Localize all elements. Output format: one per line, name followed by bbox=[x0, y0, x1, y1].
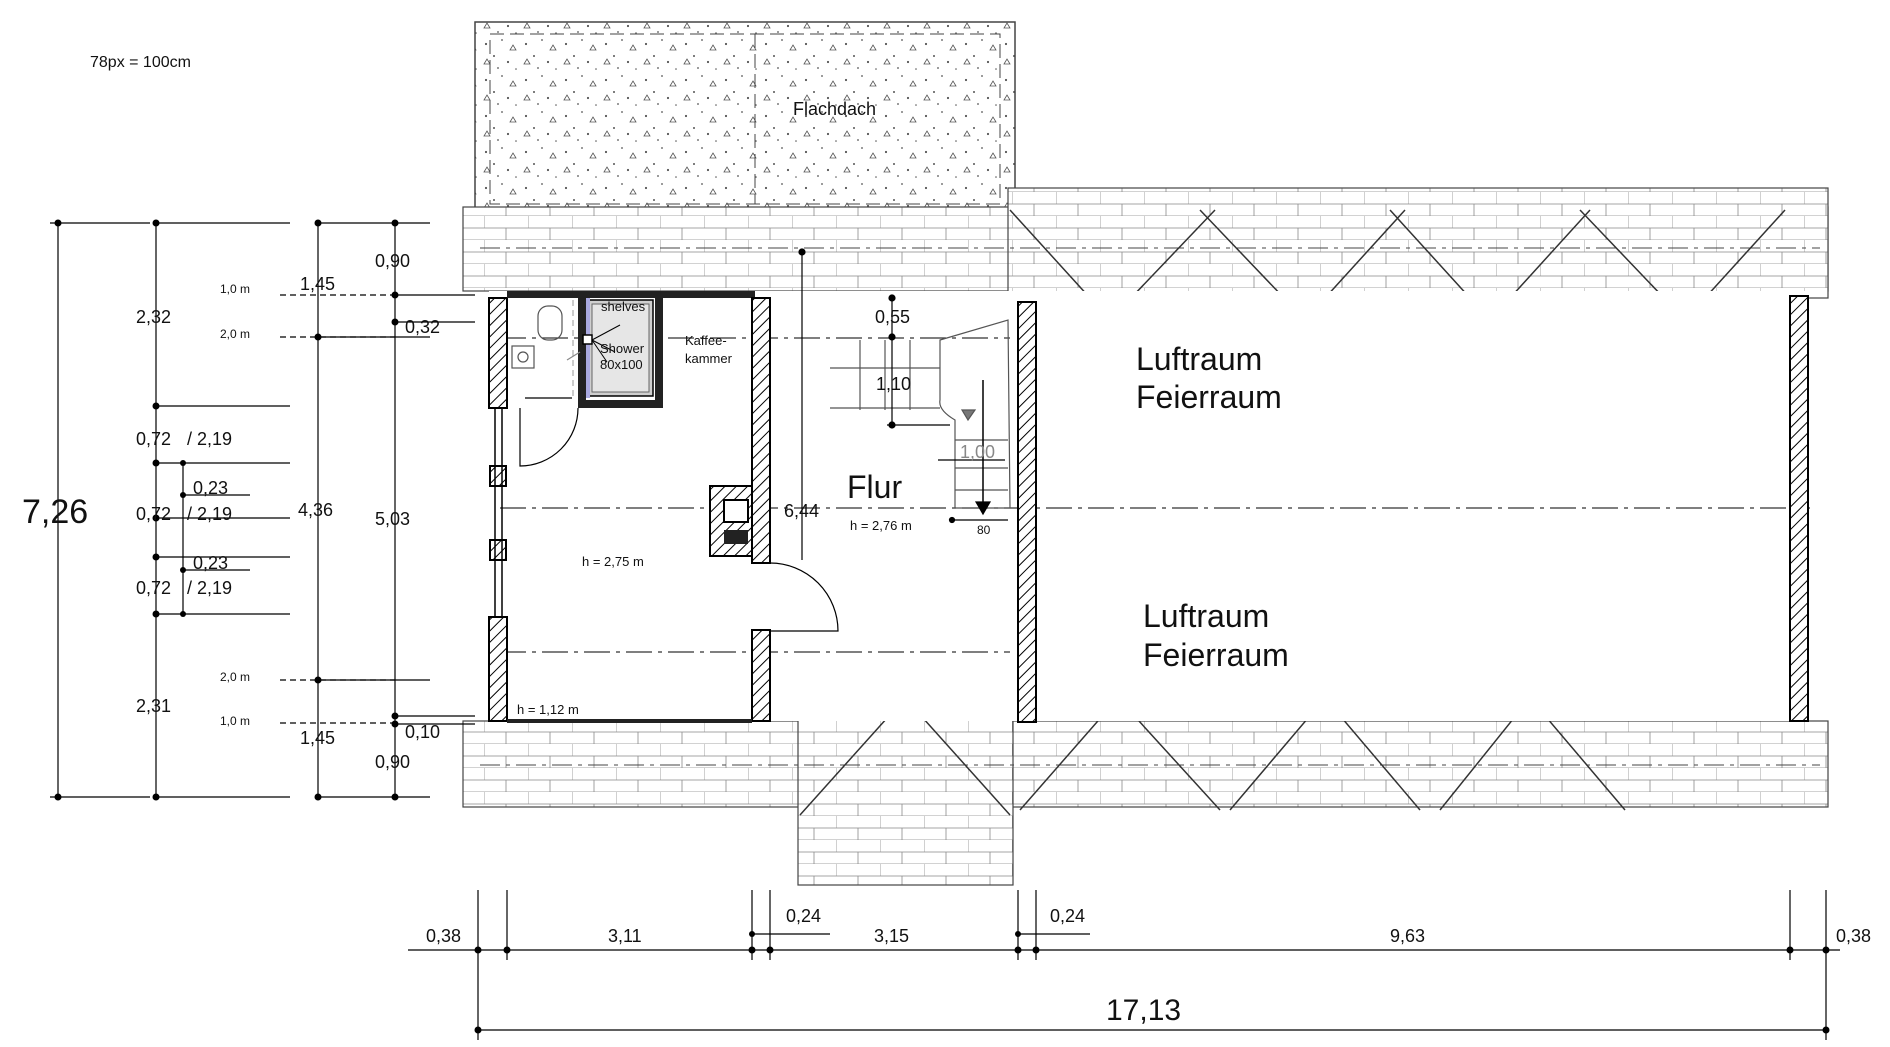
dim-bottom-3: 0,24 bbox=[786, 906, 821, 926]
dim-c2-3: / 2,19 bbox=[187, 504, 232, 524]
stair-dims bbox=[798, 248, 1008, 560]
room-label-flachdach: Flachdach bbox=[793, 99, 876, 119]
dim-c2-1: / 2,19 bbox=[187, 429, 232, 449]
dim-bottom-7: 0,38 bbox=[1836, 926, 1871, 946]
dim-110: 1,10 bbox=[876, 374, 911, 394]
room-label-feierraum-top: Feierraum bbox=[1136, 379, 1282, 415]
dim-c4-4: 0,10 bbox=[405, 722, 440, 742]
dim-644: 6,44 bbox=[784, 501, 819, 521]
stairs bbox=[830, 319, 1011, 516]
room-label-luftraum-top: Luftraum bbox=[1136, 341, 1262, 377]
dim-100: 1,00 bbox=[960, 442, 995, 462]
chimney bbox=[709, 485, 753, 557]
level-4: 1,0 m bbox=[220, 714, 250, 728]
flur-height: h = 2,76 m bbox=[850, 518, 912, 533]
dim-c2-2: 0,23 bbox=[193, 478, 228, 498]
bottom-dimension-dots bbox=[474, 931, 1830, 1034]
scale-note: 78px = 100cm bbox=[90, 54, 191, 71]
dim-c3-1: 1,45 bbox=[300, 274, 335, 294]
bottom-dimension-lines bbox=[408, 890, 1840, 1040]
dim-c4-1: 0,90 bbox=[375, 251, 410, 271]
room-label-feierraum-bottom: Feierraum bbox=[1143, 637, 1289, 673]
dim-c1-3: 0,72 bbox=[136, 504, 171, 524]
dim-c3-3: 1,45 bbox=[300, 728, 335, 748]
left-dimension-dots bbox=[54, 219, 399, 801]
dim-c1-2: 0,72 bbox=[136, 429, 171, 449]
dim-c2-4: 0,23 bbox=[193, 553, 228, 573]
dim-c4-5: 0,90 bbox=[375, 752, 410, 772]
dim-bottom-1: 0,38 bbox=[426, 926, 461, 946]
dim-c1-1: 2,32 bbox=[136, 307, 171, 327]
room-label-flur: Flur bbox=[847, 469, 902, 505]
dim-80: 80 bbox=[977, 523, 991, 537]
bathroom-fixtures bbox=[511, 300, 839, 632]
dim-c4-2: 0,32 bbox=[405, 317, 440, 337]
dim-c2-5: / 2,19 bbox=[187, 578, 232, 598]
dim-bottom-2: 3,11 bbox=[608, 926, 642, 946]
dim-c1-5: 2,31 bbox=[136, 696, 171, 716]
dim-total-height: 7,26 bbox=[22, 493, 88, 531]
level-1: 1,0 m bbox=[220, 282, 250, 296]
level-2: 2,0 m bbox=[220, 327, 250, 341]
shower-size: 80x100 bbox=[600, 357, 643, 372]
dim-bottom-4: 3,15 bbox=[874, 926, 909, 946]
dim-c1-4: 0,72 bbox=[136, 578, 171, 598]
dim-c3-2: 4,36 bbox=[298, 500, 333, 520]
room-label-luftraum-bottom: Luftraum bbox=[1143, 598, 1269, 634]
roof-tiles bbox=[462, 187, 1829, 886]
left-dimension-lines bbox=[50, 222, 475, 798]
shower-label: Shower bbox=[600, 341, 645, 356]
level-3: 2,0 m bbox=[220, 670, 250, 684]
kaffee-label-2: kammer bbox=[685, 351, 733, 366]
dim-bottom-5: 0,24 bbox=[1050, 906, 1085, 926]
kaffee-label-1: Kaffee- bbox=[685, 333, 727, 348]
room-height: h = 2,75 m bbox=[582, 554, 644, 569]
low-height: h = 1,12 m bbox=[517, 702, 579, 717]
dim-c4-3: 5,03 bbox=[375, 509, 410, 529]
shelves-label: shelves bbox=[601, 299, 646, 314]
dim-055: 0,55 bbox=[875, 307, 910, 327]
dim-total-width: 17,13 bbox=[1106, 994, 1181, 1027]
flat-roof bbox=[474, 21, 1016, 213]
shower bbox=[582, 298, 654, 398]
dim-bottom-6: 9,63 bbox=[1390, 926, 1425, 946]
walls bbox=[488, 291, 1809, 723]
